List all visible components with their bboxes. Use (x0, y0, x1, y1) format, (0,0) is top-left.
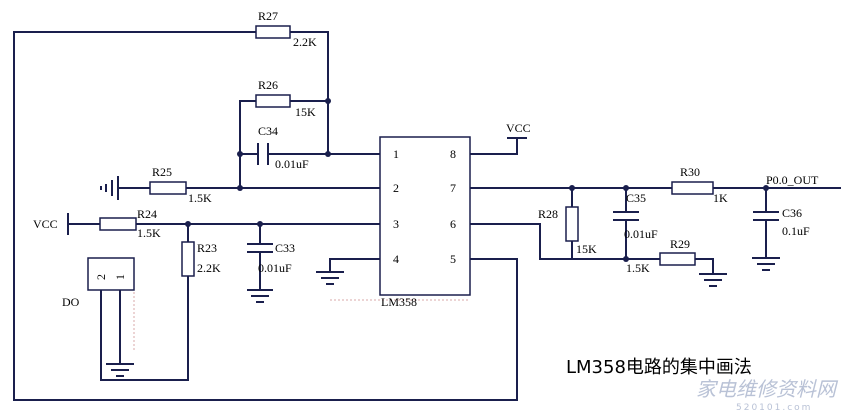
watermark-url: 520101.com (736, 403, 812, 413)
capacitor-c34: C34 0.01uF (257, 124, 309, 171)
vcc-top-symbol: VCC (506, 121, 531, 139)
c33-ref: C33 (275, 241, 295, 255)
ic-pin-6: 6 (450, 217, 456, 231)
ic-pin-8: 8 (450, 147, 456, 161)
ground-pin2-icon (100, 176, 119, 200)
ground-connector-icon (106, 363, 134, 377)
c36-value: 0.1uF (782, 224, 810, 238)
capacitor-c33: C33 0.01uF (247, 241, 295, 275)
caption: LM358电路的集中画法 (566, 357, 752, 378)
capacitor-c36: C36 0.1uF (753, 206, 810, 238)
r30-ref: R30 (680, 165, 700, 179)
r27-ref: R27 (258, 9, 278, 23)
c34-ref: C34 (258, 124, 278, 138)
c34-value: 0.01uF (275, 157, 309, 171)
watermark-title: 家电维修资料网 (696, 377, 839, 401)
output-net: P0.0_OUT (765, 173, 841, 189)
vcc-left-symbol: VCC (33, 213, 69, 235)
ic-pin-4: 4 (393, 252, 399, 266)
connector-do: 2 1 DO (62, 257, 135, 352)
resistor-r26: R26 15K (255, 78, 316, 119)
r27-value: 2.2K (293, 35, 317, 49)
r25-ref: R25 (152, 165, 172, 179)
ic-pin-3: 3 (393, 217, 399, 231)
ic-name: LM358 (381, 295, 417, 309)
c36-ref: C36 (782, 206, 802, 220)
junctions (185, 98, 769, 262)
r28-value: 15K (576, 242, 597, 256)
ground-c36-icon (752, 257, 780, 271)
ground-c33-icon (247, 289, 273, 303)
r24-value: 1.5K (137, 226, 161, 240)
resistor-r28: R28 15K (538, 206, 597, 256)
wires (13, 31, 791, 401)
resistor-r29: R29 1.5K (626, 237, 696, 275)
resistor-r24: R24 1.5K (99, 207, 161, 240)
output-label: P0.0_OUT (766, 173, 819, 187)
c33-value: 0.01uF (258, 261, 292, 275)
connector-pin-1: 1 (113, 274, 127, 280)
resistor-r23: R23 2.2K (181, 241, 221, 277)
ic-pin-2: 2 (393, 181, 399, 195)
r29-value: 1.5K (626, 261, 650, 275)
resistor-r30: R30 1K (671, 165, 728, 205)
r26-value: 15K (295, 105, 316, 119)
ic-pin-7: 7 (450, 181, 456, 195)
r29-ref: R29 (670, 237, 690, 251)
c35-value: 0.01uF (624, 227, 658, 241)
resistor-r27: R27 2.2K (255, 9, 317, 49)
r24-ref: R24 (137, 207, 157, 221)
ground-r29-icon (699, 273, 727, 287)
ic-pin-5: 5 (450, 252, 456, 266)
c35-ref: C35 (626, 191, 646, 205)
ic-lm358: 1 2 3 4 8 7 6 5 LM358 (330, 136, 471, 309)
ic-pin-1: 1 (393, 147, 399, 161)
ground-pin4-icon (316, 271, 344, 285)
connector-pin-2: 2 (94, 274, 108, 280)
r28-ref: R28 (538, 207, 558, 221)
r25-value: 1.5K (188, 191, 212, 205)
connector-label: DO (62, 295, 80, 309)
r30-value: 1K (713, 191, 728, 205)
vcc-left-label: VCC (33, 217, 58, 231)
capacitor-c35: C35 0.01uF (613, 191, 658, 241)
vcc-top-label: VCC (506, 121, 531, 135)
r23-ref: R23 (197, 241, 217, 255)
resistor-r25: R25 1.5K (149, 165, 212, 205)
r26-ref: R26 (258, 78, 278, 92)
r23-value: 2.2K (197, 261, 221, 275)
